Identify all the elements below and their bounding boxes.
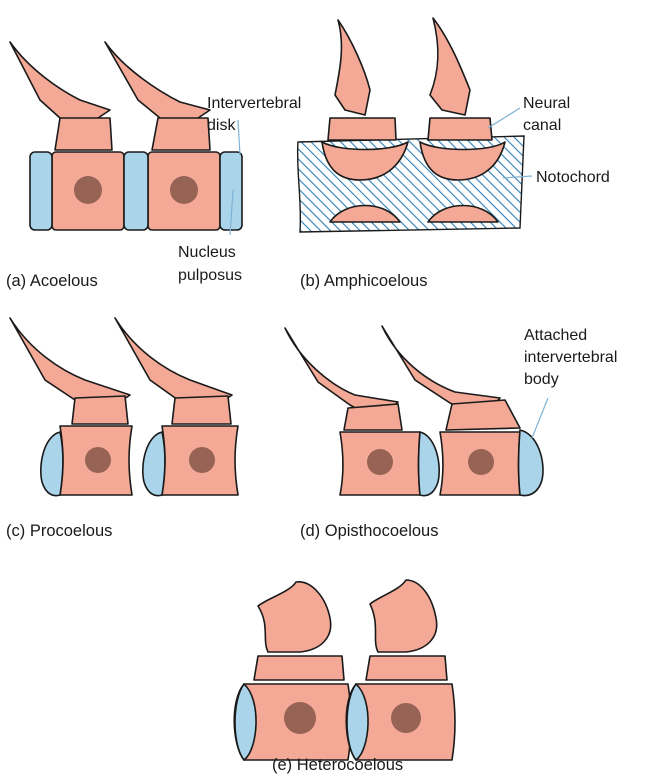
caption-acoelous: (a) Acoelous [6, 272, 98, 290]
attached-intervertebral-body-label: Attached [524, 327, 587, 344]
caption-amphicoelous: (b) Amphicoelous [300, 272, 427, 290]
caption-opisthocoelous: (d) Opisthocoelous [300, 522, 439, 540]
neural-canal-label-line2: canal [523, 117, 561, 134]
vertebra [10, 318, 132, 496]
intervertebral-body [143, 432, 165, 496]
panel-acoelous: Intervertebral disk Nucleus pulposus (a)… [6, 42, 301, 290]
notochord-label: Notochord [536, 169, 610, 186]
caption-heterocoelous: (e) Heterocoelous [272, 756, 403, 774]
nucleus-pulposus-label: Nucleus [178, 244, 236, 261]
panel-opisthocoelous: Attached intervertebral body (d) Opistho… [285, 326, 617, 540]
panel-heterocoelous: (e) Heterocoelous [234, 580, 455, 774]
attached-intervertebral-body-label-line2: intervertebral [524, 349, 617, 366]
intervertebral-disk-label: Intervertebral [207, 95, 301, 112]
panel-procoelous: (c) Procoelous [6, 318, 238, 540]
vertebra [115, 318, 238, 496]
intervertebral-body [41, 432, 63, 496]
vertebra [285, 328, 439, 496]
vertebra [10, 42, 124, 230]
intervertebral-disk [30, 152, 52, 230]
intervertebral-body [419, 432, 440, 496]
intervertebral-disk-label-line2: disk [207, 117, 236, 134]
vertebra [346, 580, 455, 760]
caption-procoelous: (c) Procoelous [6, 522, 112, 540]
nucleus-pulposus-label-line2: pulposus [178, 267, 242, 284]
neural-canal-label: Neural [523, 95, 570, 112]
vertebra [234, 582, 351, 760]
panel-amphicoelous: Neural canal Notochord (b) Amphicoelous [298, 18, 610, 290]
attached-intervertebral-body-label-line3: body [524, 371, 559, 388]
intervertebral-body [519, 430, 544, 496]
intervertebral-disk [124, 152, 148, 230]
